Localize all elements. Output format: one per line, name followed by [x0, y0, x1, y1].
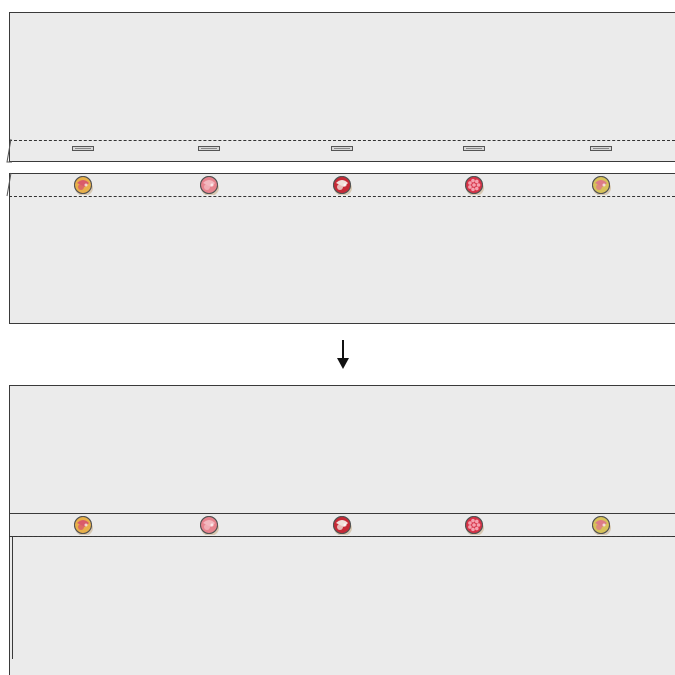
- pink-floral-button-icon: [199, 175, 219, 196]
- buttonhole-2: [198, 146, 220, 151]
- buttonhole-5: [590, 146, 612, 151]
- red-dotted-button-icon: [464, 515, 484, 536]
- top-panel-fold-edge: [6, 138, 12, 163]
- red-white-floral-button-icon: [332, 175, 352, 196]
- result-stitch-line: [9, 536, 675, 537]
- bottom-panel-fold-edge: [6, 172, 12, 197]
- pink-yellow-floral-button-icon: [73, 515, 93, 536]
- down-arrow-icon: [337, 340, 349, 369]
- red-white-floral-button-icon: [332, 515, 352, 536]
- yellow-pink-floral-button-icon: [591, 175, 611, 196]
- buttonhole-3: [331, 146, 353, 151]
- buttonhole-1: [72, 146, 94, 151]
- buttonhole-4: [463, 146, 485, 151]
- bottom-fabric-panel: [9, 173, 675, 324]
- pink-yellow-floral-button-icon: [73, 175, 93, 196]
- top-fabric-panel: [9, 12, 675, 162]
- yellow-pink-floral-button-icon: [591, 515, 611, 536]
- pink-floral-button-icon: [199, 515, 219, 536]
- top-panel-stitch-line: [9, 140, 675, 141]
- red-dotted-button-icon: [464, 175, 484, 196]
- bottom-panel-stitch-line: [9, 196, 675, 197]
- result-left-edge: [12, 537, 13, 659]
